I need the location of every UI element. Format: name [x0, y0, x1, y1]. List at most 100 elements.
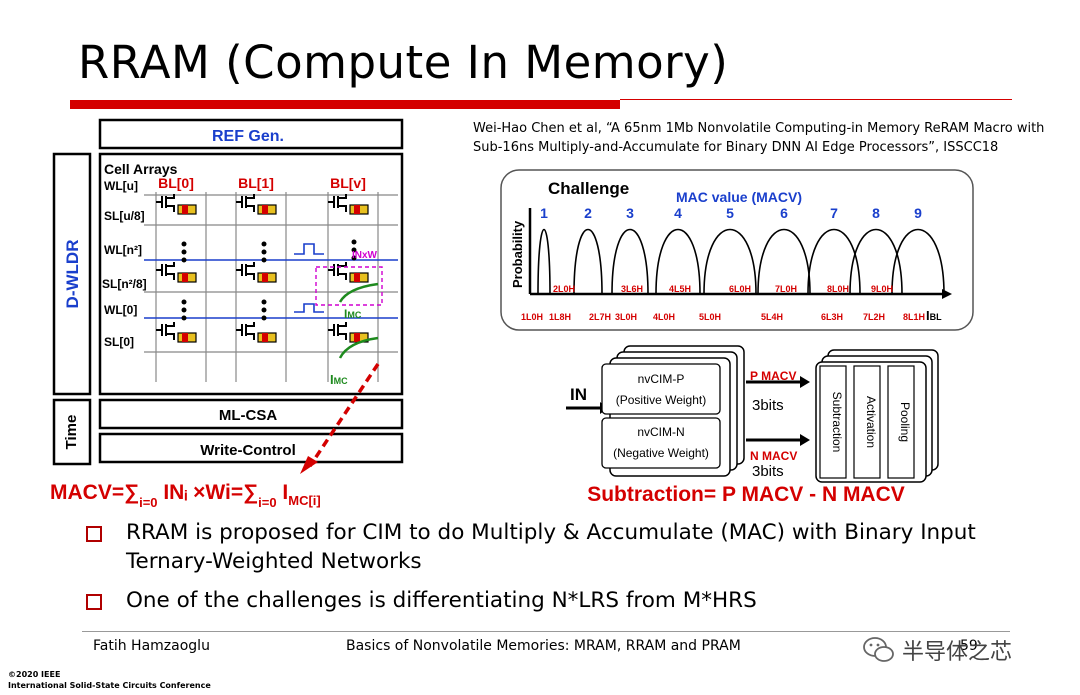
axis-label: 3L0H: [615, 312, 637, 322]
peak-number: 2: [584, 205, 592, 221]
bullet-2-line-1: One of the challenges is differentiating…: [126, 588, 757, 613]
wl-0-label: WL[0]: [104, 303, 137, 317]
distribution-curve: [611, 228, 649, 295]
macv-formula: MACV=∑i=0 INᵢ ×Wi=∑i=0 IMC[i]: [50, 481, 321, 510]
neg-weight-label: (Negative Weight): [613, 446, 709, 460]
overlap-label: 4L5H: [669, 284, 691, 294]
axis-label: 4L0H: [653, 312, 675, 322]
rram-cell-core: [182, 273, 188, 282]
cell-arrays-label: Cell Arrays: [104, 161, 178, 177]
wl-u-label: WL[u]: [104, 179, 138, 193]
transistor: [328, 322, 347, 340]
ibl-label: IBL: [926, 308, 942, 323]
subtraction-caption: Subtraction= P MACV - N MACV: [587, 483, 905, 506]
distribution-curve: [655, 228, 701, 295]
distribution-curve: [891, 228, 945, 295]
bits-label-1: 3bits: [752, 397, 784, 414]
overlap-label: 7L0H: [775, 284, 797, 294]
title-underline: [70, 100, 620, 109]
bullet-box-icon: [86, 526, 102, 542]
sl-u8-label: SL[u/8]: [104, 209, 145, 223]
wechat-icon: [863, 637, 894, 662]
pooling-label: Pooling: [898, 402, 912, 442]
transistor: [236, 262, 255, 280]
rram-cell-core: [262, 205, 268, 214]
ref-gen-label: REF Gen.: [212, 128, 284, 145]
transistor: [156, 262, 175, 280]
title-underline-thin: [620, 99, 1012, 100]
footer-divider: [82, 631, 1010, 632]
rram-cell-core: [354, 333, 360, 342]
peak-number: 8: [872, 205, 880, 221]
distribution-curve: [703, 228, 757, 295]
copyright-line-1: ©2020 IEEE: [8, 670, 61, 679]
overlap-label: 6L0H: [729, 284, 751, 294]
write-control-label: Write-Control: [200, 442, 296, 459]
dwldr-label: D-WLDR: [63, 240, 82, 309]
peak-number: 9: [914, 205, 922, 221]
rram-cell-core: [262, 273, 268, 282]
transistor: [156, 194, 175, 212]
distribution-curve: [757, 228, 811, 295]
peak-number: 3: [626, 205, 634, 221]
distribution-curve: [807, 228, 861, 295]
ml-csa-label: ML-CSA: [219, 407, 277, 424]
page-number: 59: [960, 638, 978, 654]
axis-label: 1L0H: [521, 312, 543, 322]
peak-number: 7: [830, 205, 838, 221]
inxw-label: INxW: [352, 250, 378, 261]
footer-author: Fatih Hamzaoglu: [93, 638, 210, 654]
rram-cell-core: [354, 273, 360, 282]
in-label: IN: [570, 385, 587, 404]
bl0-label: BL[0]: [158, 175, 194, 191]
footer-course: Basics of Nonvolatile Memories: MRAM, RR…: [346, 638, 741, 654]
distribution-curve: [537, 228, 551, 295]
rram-cell-core: [182, 333, 188, 342]
overlap-label: 9L0H: [871, 284, 893, 294]
axis-label: 5L0H: [699, 312, 721, 322]
cell-grid: [156, 194, 369, 343]
distribution-curve: [849, 228, 903, 295]
wl-n2-label: WL[n²]: [104, 243, 142, 257]
time-label: Time: [63, 415, 80, 450]
overlap-label: 3L6H: [621, 284, 643, 294]
overlap-label: 8L0H: [827, 284, 849, 294]
blv-label: BL[v]: [330, 175, 366, 191]
nvcim-n-label: nvCIM-N: [637, 425, 684, 439]
p-macv-label: P MACV: [750, 369, 796, 383]
bits-label-2: 3bits: [752, 463, 784, 480]
bullet-1-line-2: Ternary-Weighted Networks: [126, 549, 422, 574]
watermark-text: 半导体之芯: [902, 640, 1013, 665]
citation: Wei-Hao Chen et al, “A 65nm 1Mb Nonvolat…: [473, 119, 1073, 157]
slide-title: RRAM (Compute In Memory): [78, 36, 729, 89]
imc-label-1: IMC: [344, 307, 362, 321]
axis-label: 8L1H: [903, 312, 925, 322]
pos-weight-label: (Positive Weight): [616, 393, 706, 407]
cim-array-diagram: REF Gen. D-WLDR Cell Arrays WL[u] SL[u/8…: [50, 118, 404, 510]
bullet-1-line-1: RRAM is proposed for CIM to do Multiply …: [126, 520, 976, 545]
probability-label: Probability: [510, 220, 525, 288]
peak-number: 1: [540, 205, 548, 221]
bullet-box-icon: [86, 594, 102, 610]
sl-n28-label: SL[n²/8]: [102, 277, 147, 291]
distribution-curve: [573, 228, 603, 295]
axis-label: 5L4H: [761, 312, 783, 322]
citation-line-2: Sub-16ns Multiply-and-Accumulate for Bin…: [473, 140, 999, 155]
rram-cell-core: [354, 205, 360, 214]
macv-label: MAC value (MACV): [676, 189, 802, 205]
axis-label: 6L3H: [821, 312, 843, 322]
transistor: [236, 322, 255, 340]
nvcim-p-label: nvCIM-P: [638, 372, 685, 386]
axis-label: 7L2H: [863, 312, 885, 322]
transistor: [156, 322, 175, 340]
copyright-line-2: International Solid-State Circuits Confe…: [8, 681, 211, 690]
imc-label-2: IMC: [330, 372, 348, 387]
peak-number: 6: [780, 205, 788, 221]
axis-label: 1L8H: [549, 312, 571, 322]
rram-cell-core: [262, 333, 268, 342]
n-macv-label: N MACV: [750, 449, 797, 463]
bl1-label: BL[1]: [238, 175, 274, 191]
transistor: [236, 194, 255, 212]
